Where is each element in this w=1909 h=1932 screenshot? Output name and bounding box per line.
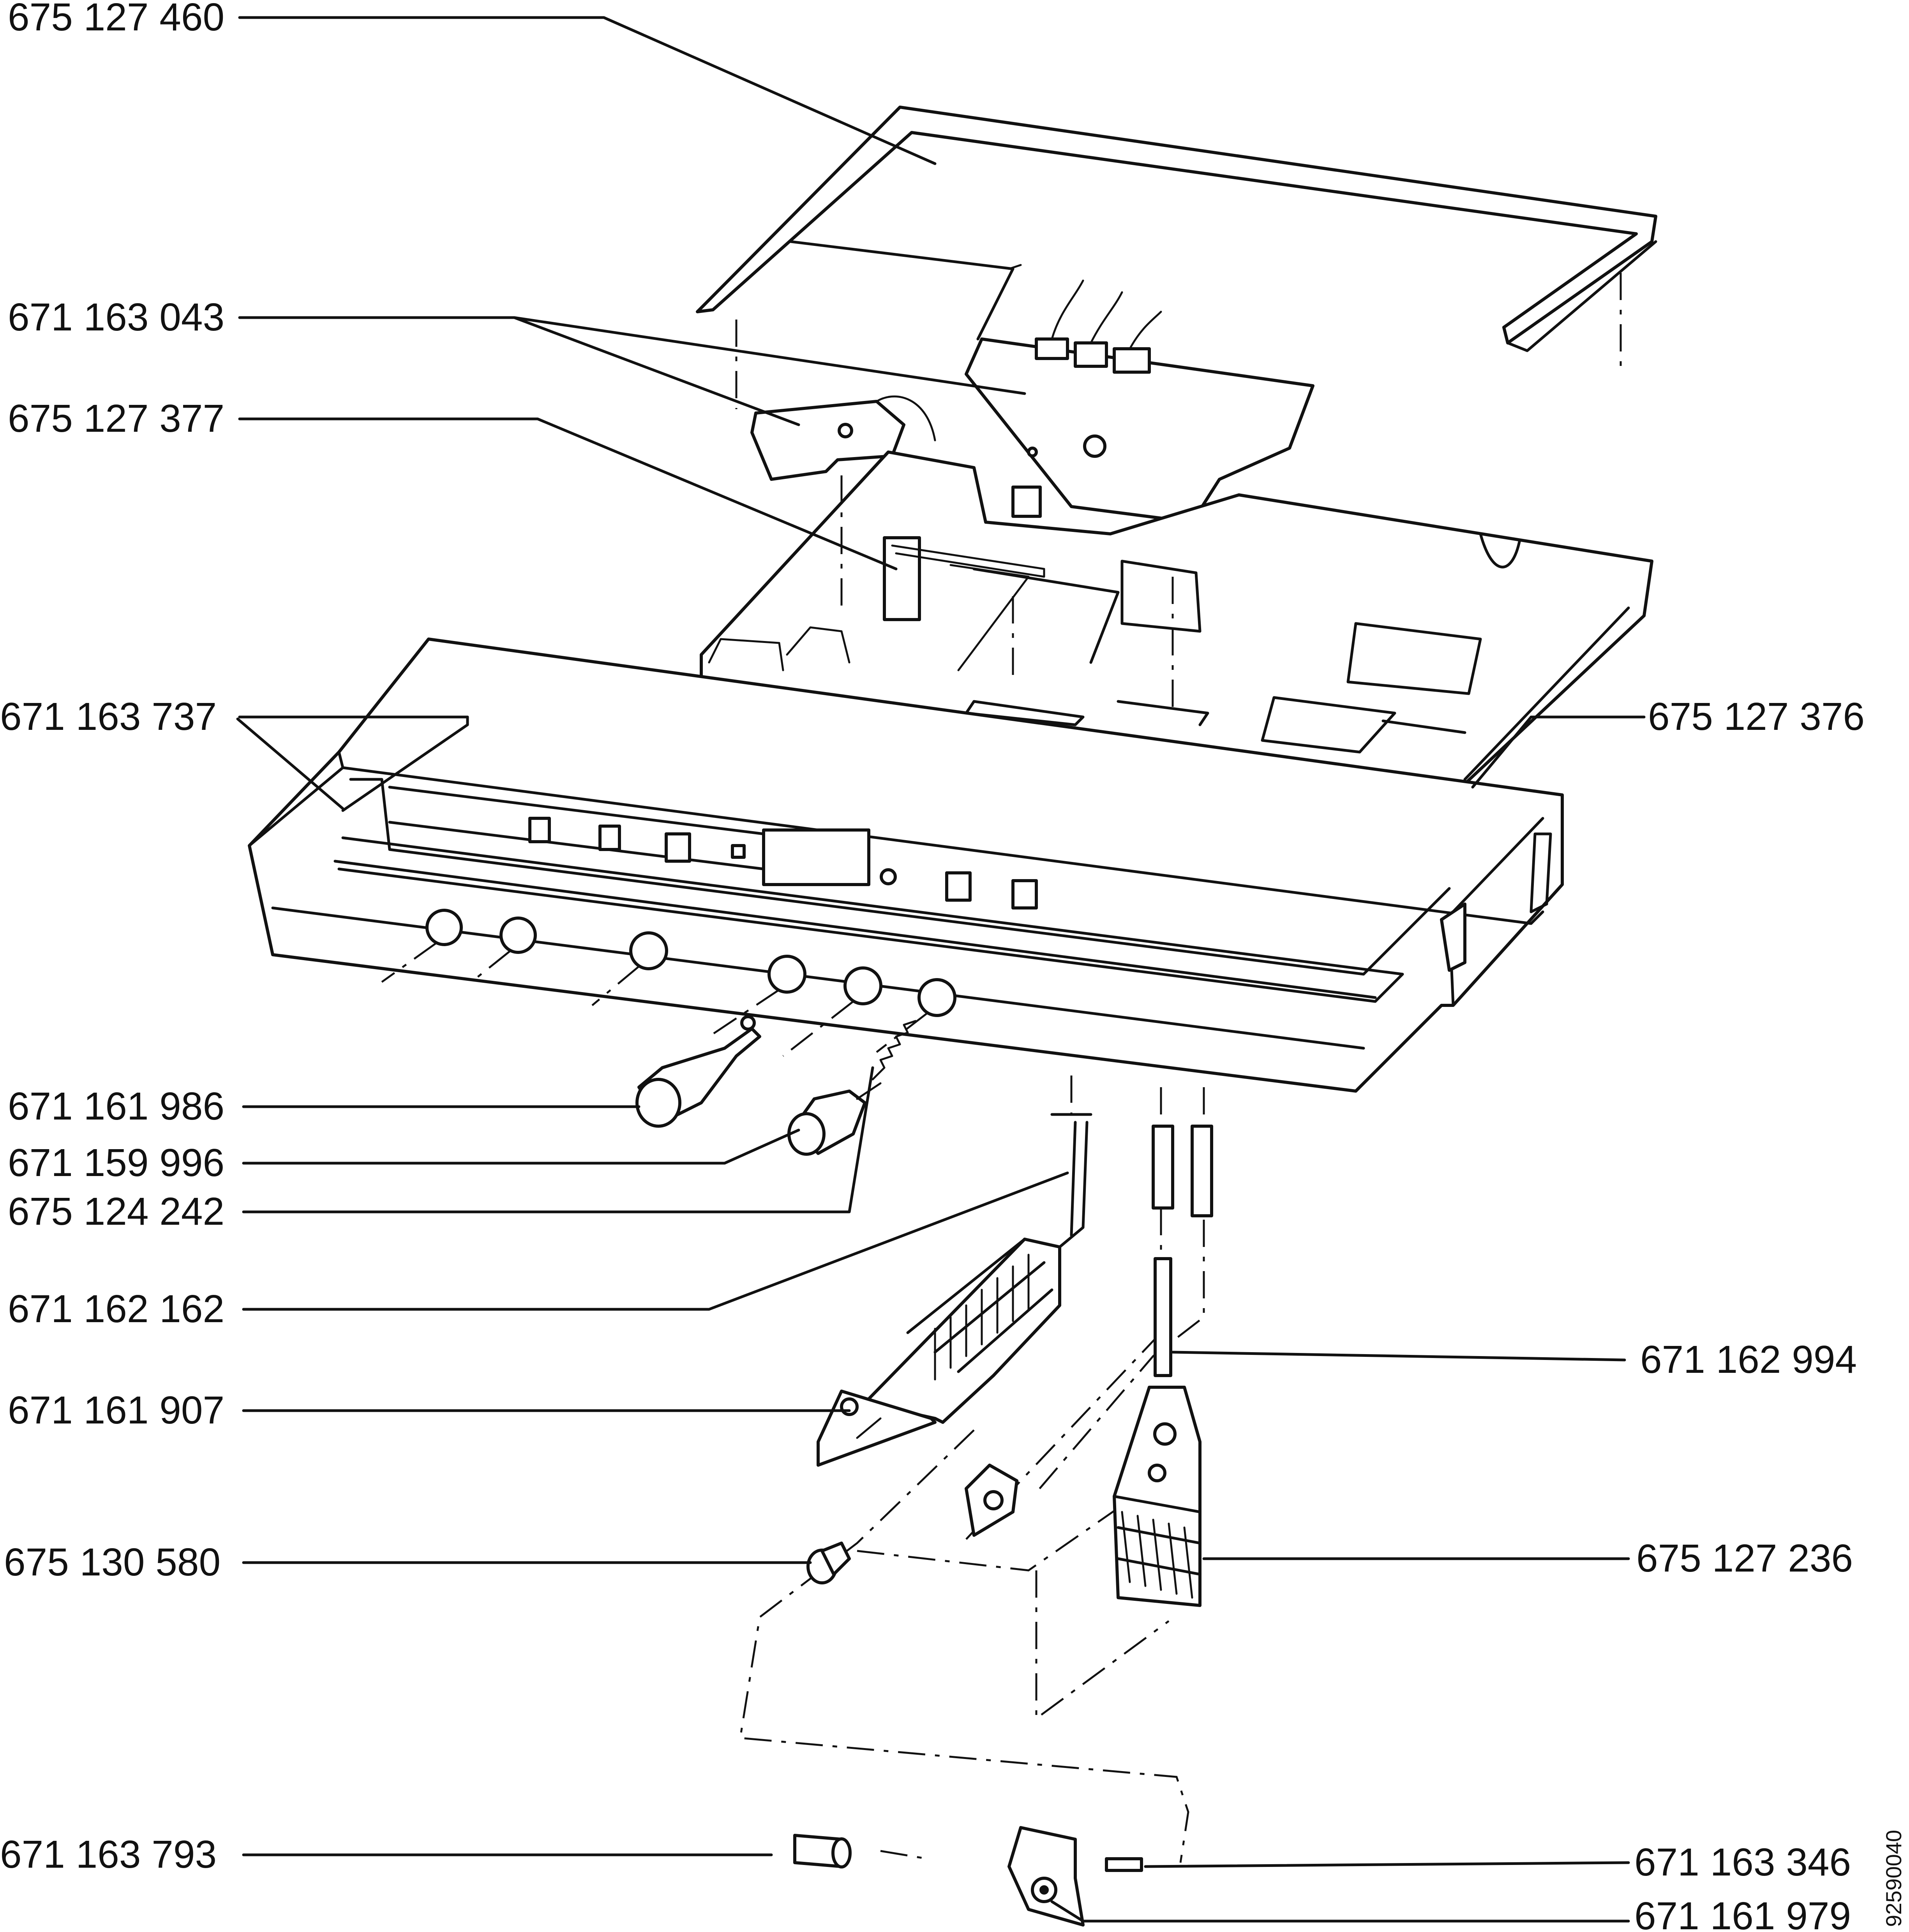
- drawing-code: 92590040: [1881, 1830, 1906, 1927]
- control-panel-part: [248, 638, 1564, 1093]
- small-pin-part: [1105, 1857, 1143, 1872]
- heater-block-part: [1113, 1386, 1202, 1607]
- top-lid-part: [696, 106, 1657, 352]
- end-bracket-part: [1007, 1826, 1085, 1927]
- label-671-163-346: 671 163 346: [1634, 1840, 1851, 1884]
- base-tray-part: [700, 450, 1653, 793]
- button-knob-part: [787, 1082, 882, 1156]
- rod-part: [1152, 1125, 1213, 1377]
- label-675-127-236: 675 127 236: [1636, 1536, 1853, 1580]
- label-671-159-996: 671 159 996: [8, 1141, 224, 1185]
- label-671-163-737: 671 163 737: [0, 695, 217, 738]
- knob-part: [635, 1015, 761, 1128]
- label-675-127-376: 675 127 376: [1648, 695, 1865, 738]
- label-671-161-979: 671 161 979: [1634, 1894, 1851, 1932]
- label-671-162-162: 671 162 162: [8, 1287, 224, 1331]
- label-671-161-907: 671 161 907: [8, 1388, 224, 1432]
- label-671-163-043: 671 163 043: [8, 295, 224, 339]
- screw-cap-part: [806, 1542, 851, 1584]
- circuit-board-part: [965, 279, 1314, 524]
- leader-lines: [236, 16, 1646, 1923]
- label-675-124-242: 675 124 242: [8, 1190, 224, 1233]
- label-675-127-460: 675 127 460: [8, 0, 224, 39]
- axis-lines: [381, 273, 1622, 1863]
- heating-element-part: [863, 1113, 1092, 1424]
- pin-part: [793, 1834, 852, 1868]
- label-675-127-377: 675 127 377: [8, 397, 224, 440]
- clip-part: [965, 1464, 1018, 1537]
- spring-part: [872, 1020, 917, 1081]
- label-671-161-986: 671 161 986: [8, 1084, 224, 1128]
- label-671-163-793: 671 163 793: [0, 1833, 217, 1876]
- label-671-162-994: 671 162 994: [1640, 1338, 1857, 1381]
- label-675-130-580: 675 130 580: [4, 1540, 221, 1584]
